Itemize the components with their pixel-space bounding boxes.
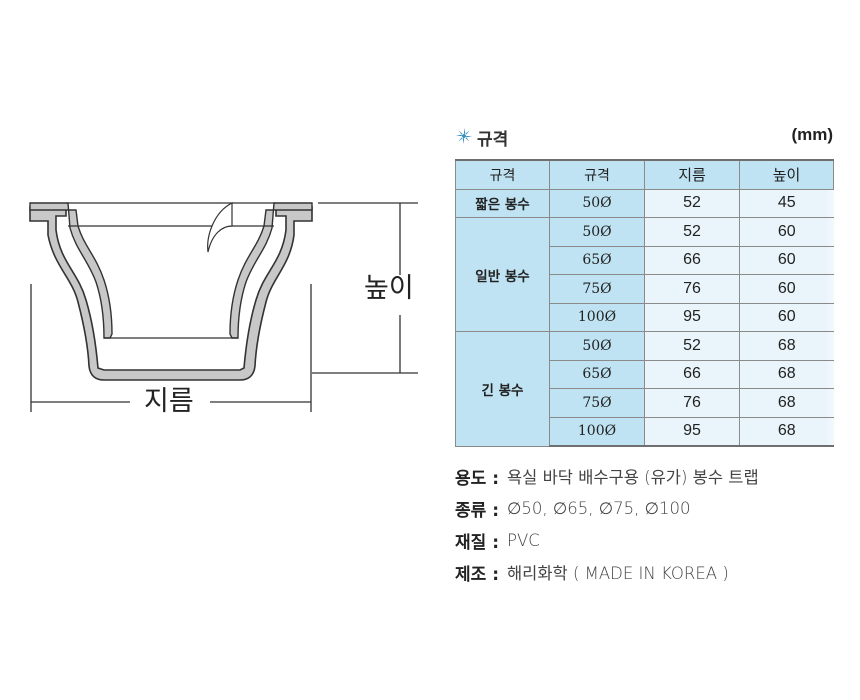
group-label: 일반 봉수 — [455, 217, 550, 332]
trap-inner-right — [229, 202, 313, 339]
info-key: 용도 : — [455, 468, 499, 489]
diameter-cell: 66 — [644, 245, 740, 275]
height-cell: 68 — [739, 331, 834, 361]
trap-outer-body — [29, 206, 313, 381]
col-header-diameter: 지름 — [644, 159, 740, 190]
diameter-cell: 76 — [644, 388, 740, 418]
diameter-cell: 66 — [644, 359, 740, 389]
col-header-type: 규격 — [455, 159, 550, 190]
height-cell: 68 — [739, 416, 834, 447]
diameter-cell: 95 — [644, 302, 740, 332]
product-info: 용도 : 욕실 바닥 배수구용 (유가) 봉수 트랩 종류 : ∅50, ∅65… — [455, 460, 759, 588]
table-row: 100Ø 95 68 — [456, 416, 834, 447]
snowflake-pinwheel-icon — [455, 127, 473, 145]
table-row: 75Ø 76 68 — [456, 388, 834, 418]
spec-table: 규격 규격 지름 높이 짧은 봉수 50Ø 52 45 일반 봉수 50Ø 52… — [455, 159, 834, 447]
info-value: 욕실 바닥 배수구용 (유가) 봉수 트랩 — [507, 468, 759, 487]
size-cell: 100Ø — [549, 302, 645, 332]
info-value: PVC — [507, 530, 540, 550]
table-row: 65Ø 66 68 — [456, 359, 834, 389]
height-cell: 68 — [739, 359, 834, 389]
col-header-height: 높이 — [739, 159, 834, 190]
table-row: 짧은 봉수 50Ø 52 45 — [455, 188, 834, 218]
size-cell: 65Ø — [549, 245, 645, 275]
height-cell: 60 — [739, 274, 834, 304]
size-cell: 50Ø — [549, 188, 645, 218]
table-row: 100Ø 95 60 — [456, 302, 834, 332]
table-row: 75Ø 76 60 — [456, 274, 834, 304]
height-dimension-label: 높이 — [364, 273, 414, 304]
trap-diagram: 높이 지름 — [29, 202, 418, 415]
table-header-row: 규격 규격 지름 높이 — [455, 159, 834, 190]
size-cell: 50Ø — [549, 331, 645, 361]
table-row: 일반 봉수 50Ø 52 60 — [455, 217, 834, 332]
size-cell: 75Ø — [549, 388, 645, 418]
diameter-dimension-label: 지름 — [140, 388, 198, 415]
col-header-size: 규격 — [549, 159, 645, 190]
info-key: 종류 : — [455, 500, 499, 521]
info-material: 재질 : PVC — [455, 524, 759, 556]
height-cell: 45 — [739, 188, 834, 218]
trap-inner-left — [29, 202, 113, 339]
table-row: 65Ø 66 60 — [456, 245, 834, 275]
diameter-cell: 52 — [644, 217, 740, 247]
spec-header: 규격 (mm) — [455, 124, 833, 150]
table-row: 긴 봉수 50Ø 52 68 — [455, 331, 834, 447]
info-manufacturer: 제조 : 해리화학 ( MADE IN KOREA ) — [455, 556, 759, 588]
info-value: ∅50, ∅65, ∅75, ∅100 — [507, 498, 691, 518]
spec-title: 규격 — [477, 130, 509, 150]
size-cell: 75Ø — [549, 274, 645, 304]
height-cell: 60 — [739, 217, 834, 247]
info-types: 종류 : ∅50, ∅65, ∅75, ∅100 — [455, 492, 759, 524]
group-label: 짧은 봉수 — [455, 188, 550, 218]
size-cell: 65Ø — [549, 359, 645, 389]
size-cell: 50Ø — [549, 217, 645, 247]
trap-flap — [207, 202, 233, 253]
diameter-cell: 52 — [644, 331, 740, 361]
diameter-cell: 76 — [644, 274, 740, 304]
height-cell: 68 — [739, 388, 834, 418]
size-cell: 100Ø — [549, 416, 645, 447]
info-usage: 용도 : 욕실 바닥 배수구용 (유가) 봉수 트랩 — [455, 460, 759, 492]
info-value: 해리화학 ( MADE IN KOREA ) — [507, 564, 729, 583]
group-label: 긴 봉수 — [455, 331, 550, 447]
trap-cross-section — [29, 202, 418, 412]
spec-unit: (mm) — [791, 125, 833, 144]
info-key: 제조 : — [455, 564, 499, 585]
info-key: 재질 : — [455, 532, 499, 553]
height-cell: 60 — [739, 245, 834, 275]
diameter-cell: 52 — [644, 188, 740, 218]
diameter-cell: 95 — [644, 416, 740, 447]
height-cell: 60 — [739, 302, 834, 332]
